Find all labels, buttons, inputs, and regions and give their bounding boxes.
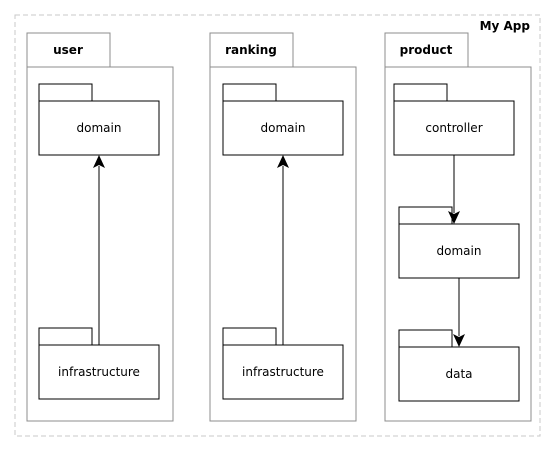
ranking-domain-tab [222, 83, 277, 102]
ranking-domain-label: domain [261, 121, 306, 135]
ranking-infrastructure-tab [222, 327, 277, 346]
ranking-infrastructure-label: infrastructure [242, 365, 324, 379]
user-domain-box [38, 100, 160, 156]
package-user-title: user [53, 43, 83, 57]
ranking-infrastructure-to-domain-arrow [277, 155, 289, 345]
user-infrastructure-label: infrastructure [58, 365, 140, 379]
product-domain-box [398, 223, 520, 279]
ranking-domain-box [222, 100, 344, 156]
package-user[interactable]: user domain infrastructure [26, 32, 174, 422]
user-domain-node[interactable]: domain [38, 83, 160, 156]
product-data-box [398, 346, 520, 402]
ranking-domain-node[interactable]: domain [222, 83, 344, 156]
product-data-node[interactable]: data [398, 329, 520, 402]
package-product-title: product [400, 43, 453, 57]
product-controller-box [393, 100, 515, 156]
user-domain-label: domain [77, 121, 122, 135]
package-product[interactable]: product controller domain data [384, 32, 532, 422]
package-ranking-title: ranking [225, 43, 277, 57]
product-domain-to-data-arrow [453, 278, 465, 347]
product-data-tab [398, 329, 453, 348]
user-infrastructure-to-domain-arrow [93, 155, 105, 345]
product-controller-dependency-arrowhead [448, 211, 460, 224]
ranking-dependency-arrowhead [277, 155, 289, 168]
app-frame-border [14, 14, 541, 437]
ranking-infrastructure-node[interactable]: infrastructure [222, 327, 344, 400]
user-dependency-arrowhead [93, 155, 105, 168]
product-domain-label: domain [437, 244, 482, 258]
product-domain-node[interactable]: domain [398, 206, 520, 279]
product-controller-to-domain-arrow [448, 155, 460, 224]
app-frame-title: My App [480, 19, 531, 33]
app-frame: My App [14, 14, 541, 437]
package-ranking[interactable]: ranking domain infrastructure [209, 32, 357, 422]
product-controller-tab [393, 83, 448, 102]
user-infrastructure-tab [38, 327, 93, 346]
product-domain-tab [398, 206, 453, 225]
product-controller-node[interactable]: controller [393, 83, 515, 156]
user-domain-tab [38, 83, 93, 102]
product-domain-dependency-arrowhead [453, 334, 465, 347]
product-controller-label: controller [425, 121, 482, 135]
product-data-label: data [445, 367, 472, 381]
ranking-infrastructure-box [222, 344, 344, 400]
